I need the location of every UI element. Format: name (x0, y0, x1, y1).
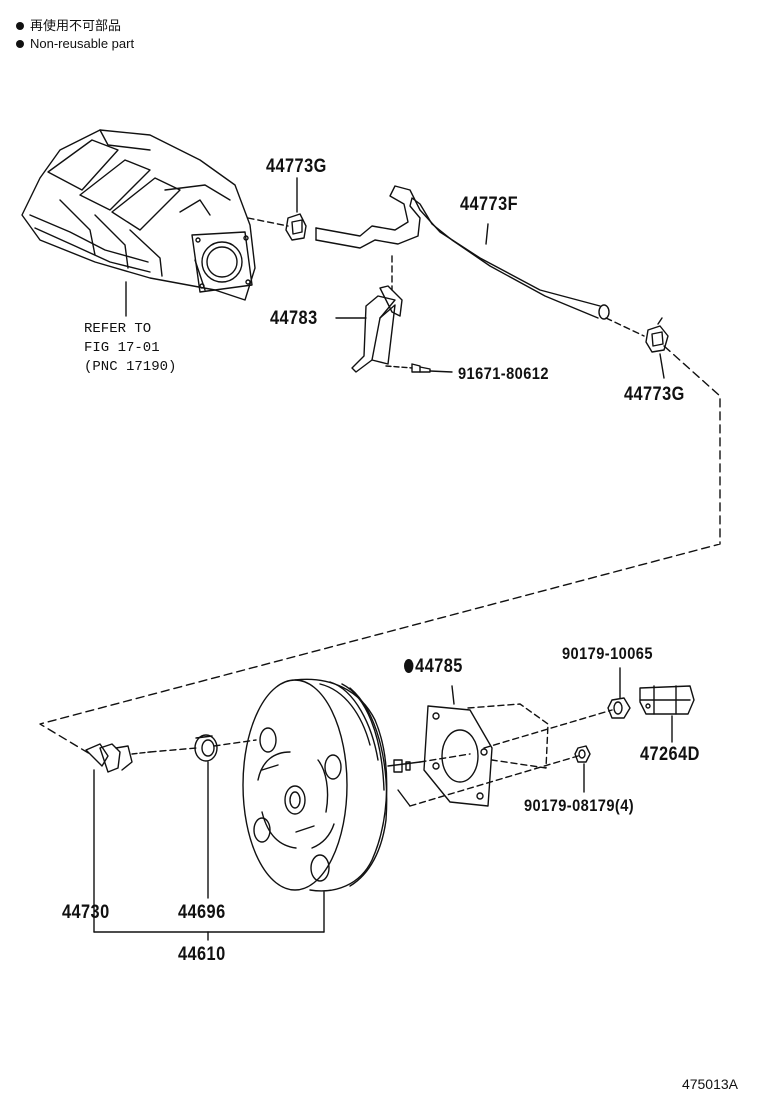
hose-clip-right-illustration (645, 317, 669, 379)
part-label-grommet[interactable]: 44696 (178, 902, 226, 923)
grommet-illustration (149, 734, 257, 899)
legend-line-japanese: 再使用不可部品 (16, 18, 121, 34)
part-label-nut-top[interactable]: 90179-10065 (562, 644, 653, 663)
part-label-hose[interactable]: 44773F (460, 194, 519, 215)
brake-booster-illustration (242, 678, 421, 933)
part-label-clip-top[interactable]: 44773G (266, 156, 327, 177)
clevis-yoke-illustration (639, 685, 695, 743)
legend-japanese-text: 再使用不可部品 (30, 18, 122, 33)
part-label-bolt[interactable]: 91671-80612 (458, 364, 549, 383)
non-reusable-dot-icon (404, 659, 414, 673)
legend-english-text: Non-reusable part (30, 36, 135, 51)
non-reusable-dot-icon (16, 22, 24, 30)
non-reusable-dot-icon (16, 40, 24, 48)
gasket-illustration (419, 685, 549, 807)
part-label-check-valve[interactable]: 44730 (62, 902, 110, 923)
bracket-bolt-illustration (385, 363, 453, 373)
reference-line-2: FIG 17-01 (84, 340, 160, 356)
hose-bracket-illustration (335, 285, 403, 373)
reference-line-1: REFER TO (84, 321, 152, 337)
intake-manifold-illustration (21, 129, 256, 317)
nut-top-illustration (607, 667, 631, 719)
figure-number: 475013A (681, 1076, 738, 1092)
part-label-booster-assy[interactable]: 44610 (178, 944, 226, 965)
vacuum-hose-illustration (315, 185, 610, 320)
nut-bottom-illustration (574, 745, 591, 793)
legend-line-english: Non-reusable part (16, 36, 134, 52)
hose-clip-top-illustration (285, 177, 307, 241)
part-label-gasket-text: 44785 (415, 656, 463, 677)
part-label-nuts[interactable]: 90179-08179(4) (524, 796, 635, 815)
reference-line-3: (PNC 17190) (84, 359, 177, 375)
part-label-gasket[interactable]: 44785 (404, 656, 463, 678)
part-label-clip-right[interactable]: 44773G (624, 384, 685, 405)
reference-note: REFER TO FIG 17-01 (PNC 17190) (84, 320, 176, 377)
check-valve-illustration (85, 743, 151, 933)
part-label-bracket[interactable]: 44783 (270, 308, 318, 329)
part-label-yoke[interactable]: 47264D (640, 744, 700, 765)
